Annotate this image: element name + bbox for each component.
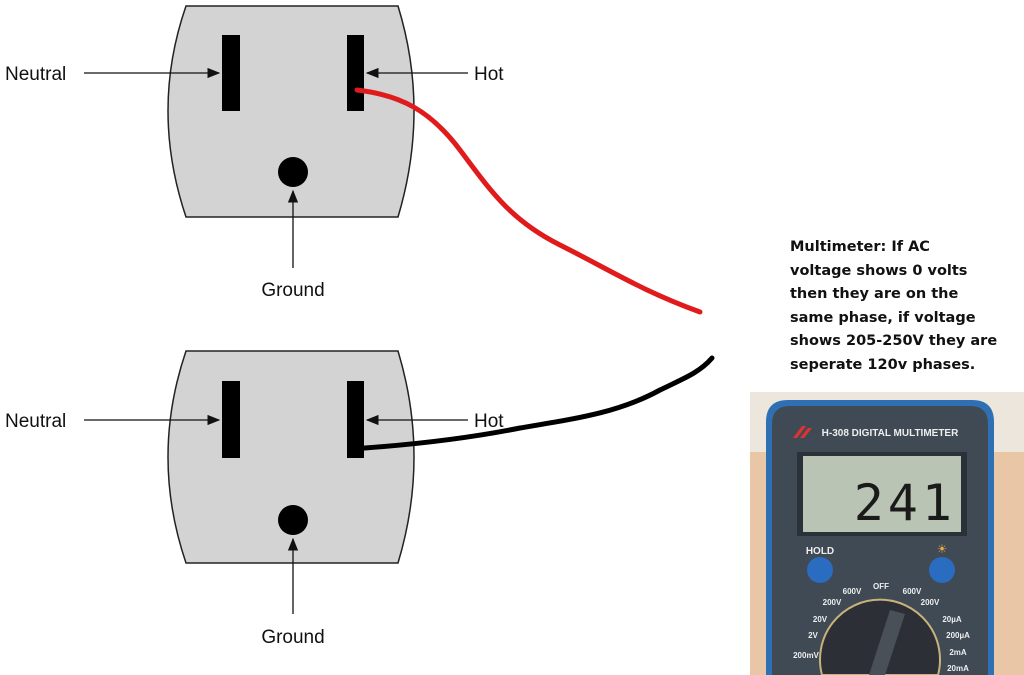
dial-label: 600V — [843, 587, 862, 596]
black-probe-wire — [362, 355, 715, 451]
multimeter-instructions: Multimeter: If AC voltage shows 0 volts … — [790, 236, 1024, 377]
brand-logo — [793, 426, 812, 438]
note-line: shows 205-250V they are — [790, 333, 998, 349]
rotary-dial — [819, 598, 941, 675]
dial-label: 20µA — [942, 615, 962, 624]
hold-button — [807, 557, 833, 583]
note-line: voltage shows 0 volts — [790, 262, 968, 279]
note-line: same phase, if voltage — [790, 309, 976, 326]
dial-label: OFF — [873, 582, 889, 591]
note-line: seperate 120v phases. — [790, 356, 976, 373]
ground-label: Ground — [261, 627, 324, 648]
dial-label: 20mA — [947, 664, 969, 673]
dial-label: 600V — [903, 587, 922, 596]
dial-label: 20V — [813, 615, 828, 624]
lcd-screen — [803, 456, 961, 532]
dial-label: 200µA — [946, 631, 970, 640]
dial-label: 200mV — [793, 651, 819, 660]
backlight-icon: ☀ — [937, 542, 948, 556]
hold-label: HOLD — [806, 546, 834, 557]
lcd-reading: 241 — [854, 474, 956, 532]
meter-model: H-308 DIGITAL MULTIMETER — [822, 428, 959, 439]
hot-slot — [347, 35, 364, 111]
ground-hole — [278, 505, 308, 535]
hot-label: Hot — [474, 64, 504, 85]
note-line: Multimeter: If AC — [790, 239, 930, 255]
red-probe-wire — [354, 87, 703, 315]
hot-label: Hot — [474, 411, 504, 432]
outlet-top: Neutral Hot Ground — [5, 5, 504, 301]
dial-label: 2mA — [949, 648, 967, 657]
dial-label: 200V — [921, 598, 940, 607]
ground-hole — [278, 157, 308, 187]
backlight-button — [929, 557, 955, 583]
multimeter-photo: H-308 DIGITAL MULTIMETER 241 HOLD ☀ OFF … — [750, 392, 1024, 675]
note-line: then they are on the — [790, 286, 959, 302]
neutral-slot — [222, 35, 240, 111]
neutral-slot — [222, 381, 240, 458]
ground-label: Ground — [261, 280, 324, 301]
dial-pointer — [869, 610, 905, 675]
hot-slot — [347, 381, 364, 458]
neutral-label: Neutral — [5, 411, 66, 432]
dial-label: 2V — [808, 631, 818, 640]
outlet-bottom: Neutral Hot Ground — [5, 350, 504, 648]
neutral-label: Neutral — [5, 64, 66, 85]
dial-label: 200V — [823, 598, 842, 607]
